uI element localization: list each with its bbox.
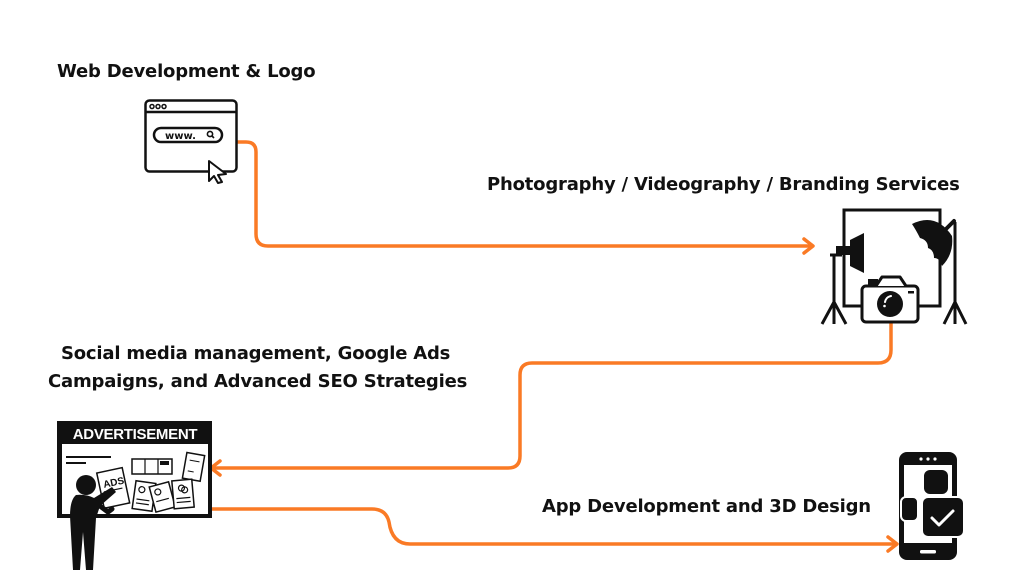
browser-window-icon: www. [144,99,238,184]
svg-text:ADVERTISEMENT: ADVERTISEMENT [73,426,198,443]
label-app-development: App Development and 3D Design [542,496,871,517]
connector-web-to-photo [235,140,814,248]
advertisement-billboard-icon: ADVERTISEMENT ADS [57,421,212,570]
label-photography: Photography / Videography / Branding Ser… [487,174,960,195]
mobile-app-icon [899,452,965,560]
label-marketing-line-1: Social media management, Google Ads [61,343,451,364]
label-web-development: Web Development & Logo [57,61,316,82]
photo-studio-camera-icon [820,208,968,325]
connector-marketing-to-app [209,507,898,546]
svg-text:ADS: ADS [102,476,125,491]
connector-photo-to-marketing [210,320,893,470]
arrowhead-app [886,535,899,553]
svg-text:www.: www. [165,131,196,142]
arrowhead-photo [802,237,815,255]
label-marketing-line-2: Campaigns, and Advanced SEO Strategies [48,371,468,392]
